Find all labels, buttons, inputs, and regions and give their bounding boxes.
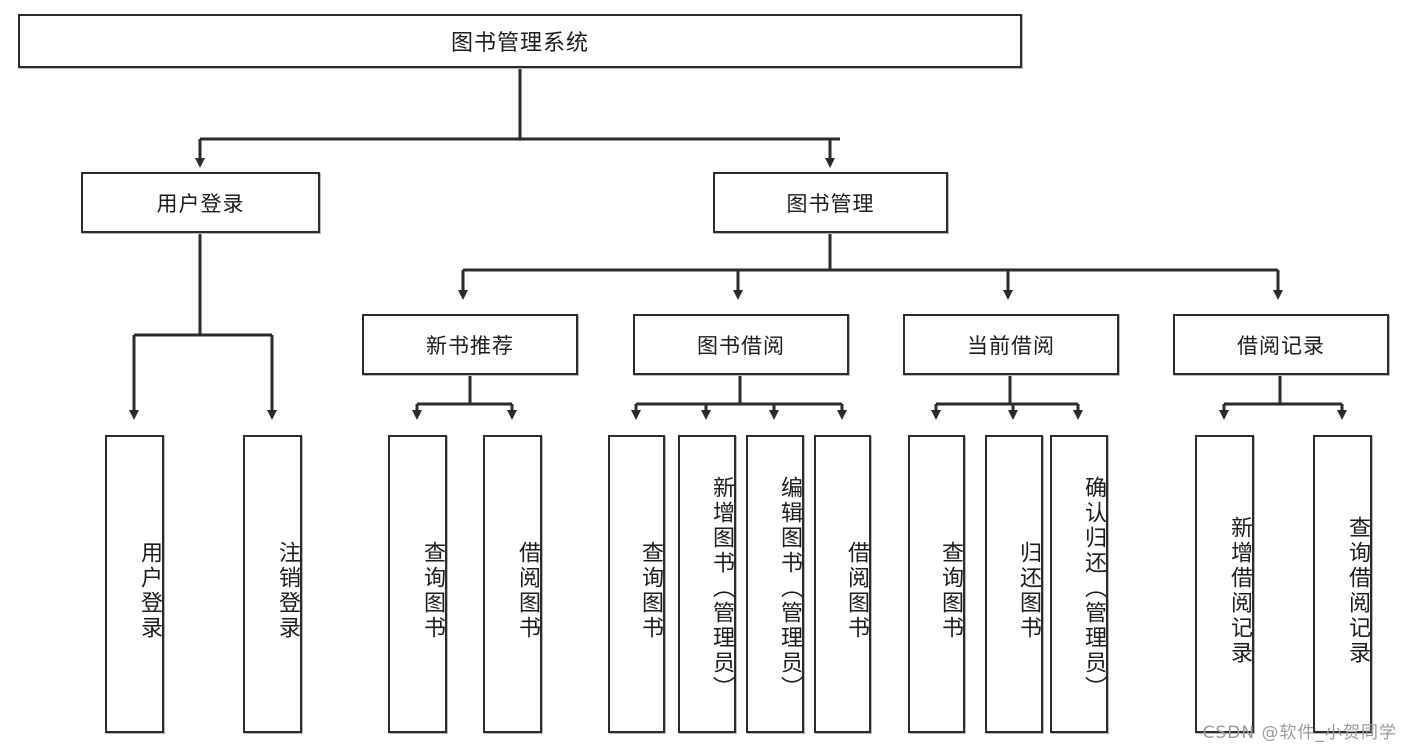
leaf-query-borrow-record[interactable]: 查询借阅记录 xyxy=(1313,435,1372,733)
leaf-return-book[interactable]: 归还图书 xyxy=(985,435,1043,733)
leaf-query-book-current[interactable]: 查询图书 xyxy=(908,435,965,733)
leaf-user-logout[interactable]: 注销登录 xyxy=(243,435,302,733)
leaf-user-login[interactable]: 用户登录 xyxy=(105,435,164,733)
leaf-borrow-book-recommend[interactable]: 借阅图书 xyxy=(483,435,542,733)
node-borrow-record[interactable]: 借阅记录 xyxy=(1173,314,1389,375)
leaf-query-book-borrow[interactable]: 查询图书 xyxy=(608,435,665,733)
node-book-management[interactable]: 图书管理 xyxy=(713,172,948,233)
node-user-login[interactable]: 用户登录 xyxy=(81,172,320,233)
leaf-borrow-book-borrow[interactable]: 借阅图书 xyxy=(814,435,871,733)
leaf-add-borrow-record[interactable]: 新增借阅记录 xyxy=(1195,435,1254,733)
leaf-add-book-admin[interactable]: 新增图书（管理员） xyxy=(678,435,736,733)
node-new-book-recommend[interactable]: 新书推荐 xyxy=(362,314,578,375)
node-current-borrow[interactable]: 当前借阅 xyxy=(903,314,1119,375)
leaf-query-book-recommend[interactable]: 查询图书 xyxy=(388,435,447,733)
node-root[interactable]: 图书管理系统 xyxy=(18,14,1022,68)
leaf-confirm-return-admin[interactable]: 确认归还（管理员） xyxy=(1050,435,1108,733)
node-book-borrow[interactable]: 图书借阅 xyxy=(633,314,849,375)
leaf-edit-book-admin[interactable]: 编辑图书（管理员） xyxy=(746,435,804,733)
